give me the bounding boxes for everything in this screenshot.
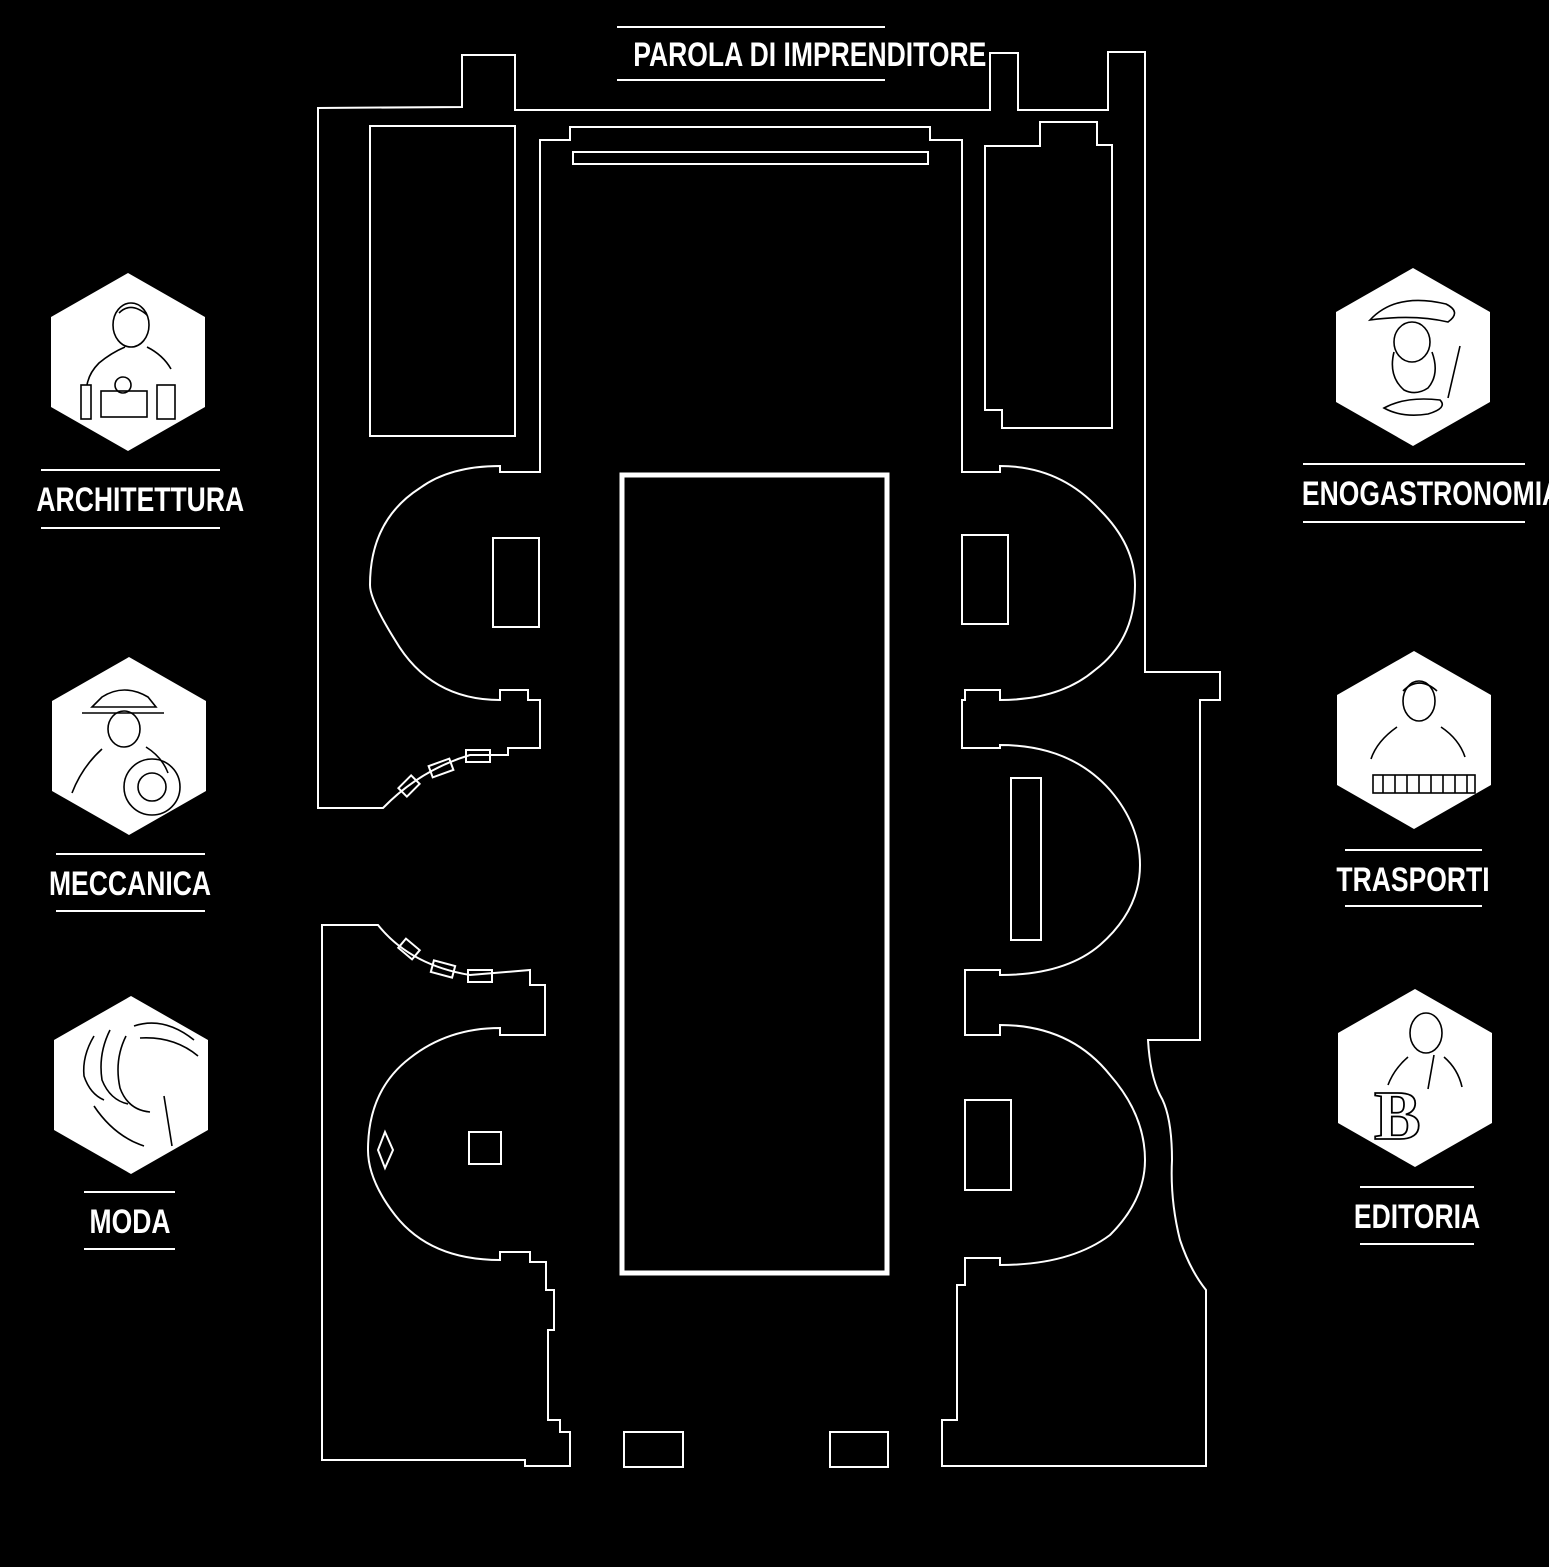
meccanica-hexagon[interactable] [52, 657, 206, 835]
trasporti-rule-bottom [1345, 905, 1482, 907]
niche-left-3 [468, 1131, 502, 1165]
composer-piano-icon [1337, 651, 1491, 829]
niche-left-1 [492, 537, 540, 628]
room-top-right [984, 121, 1113, 429]
niche-right-2 [1010, 777, 1042, 941]
left-wing-lower-wall [321, 924, 571, 1467]
trasporti-label[interactable]: TRASPORTI [1336, 861, 1490, 899]
title-rule-bottom [617, 79, 885, 81]
svg-text:B: B [1374, 1078, 1421, 1155]
central-hall [619, 472, 890, 1276]
entry-box-left [623, 1431, 684, 1468]
meccanica-rule-top [56, 853, 205, 855]
architettura-label[interactable]: ARCHITETTURA [36, 481, 245, 519]
meccanica-label[interactable]: MECCANICA [48, 865, 212, 903]
left-wing-upper-wall [317, 51, 1221, 1467]
page-title: PAROLA DI IMPRENDITORE [633, 36, 987, 74]
display-box [427, 757, 455, 779]
moda-rule-top [84, 1191, 175, 1193]
architect-portrait-icon [51, 273, 205, 451]
editoria-rule-top [1360, 1186, 1474, 1188]
display-box [396, 937, 422, 961]
room-top-left [369, 125, 516, 437]
top-strip [572, 151, 929, 165]
publisher-b-monogram-icon: B [1338, 989, 1492, 1167]
meccanica-rule-bottom [56, 910, 205, 912]
enogastronomia-rule-top [1303, 463, 1525, 465]
moda-label[interactable]: MODA [89, 1203, 171, 1241]
niche-right-1 [961, 534, 1009, 625]
trasporti-rule-top [1345, 849, 1482, 851]
architettura-rule-bottom [41, 527, 220, 529]
painter-portrait-icon [1336, 268, 1490, 446]
enogastronomia-label[interactable]: ENOGASTRONOMIA [1301, 475, 1549, 513]
entry-box-right [829, 1431, 889, 1468]
title-rule-top [617, 26, 885, 28]
moda-rule-bottom [84, 1248, 175, 1250]
moda-hexagon[interactable] [54, 996, 208, 1174]
display-box [396, 773, 422, 799]
display-box [465, 749, 491, 763]
architettura-rule-top [41, 469, 220, 471]
editoria-hexagon[interactable]: B [1338, 989, 1492, 1167]
mechanic-portrait-icon [52, 657, 206, 835]
display-box [429, 959, 457, 979]
enogastronomia-hexagon[interactable] [1336, 268, 1490, 446]
editoria-label[interactable]: EDITORIA [1353, 1198, 1481, 1236]
display-box [467, 969, 493, 983]
trasporti-hexagon[interactable] [1337, 651, 1491, 829]
niche-right-3 [964, 1099, 1012, 1191]
diamond-marker [376, 1129, 395, 1171]
fashion-faces-icon [54, 996, 208, 1174]
architettura-hexagon[interactable] [51, 273, 205, 451]
editoria-rule-bottom [1360, 1243, 1474, 1245]
enogastronomia-rule-bottom [1303, 521, 1525, 523]
